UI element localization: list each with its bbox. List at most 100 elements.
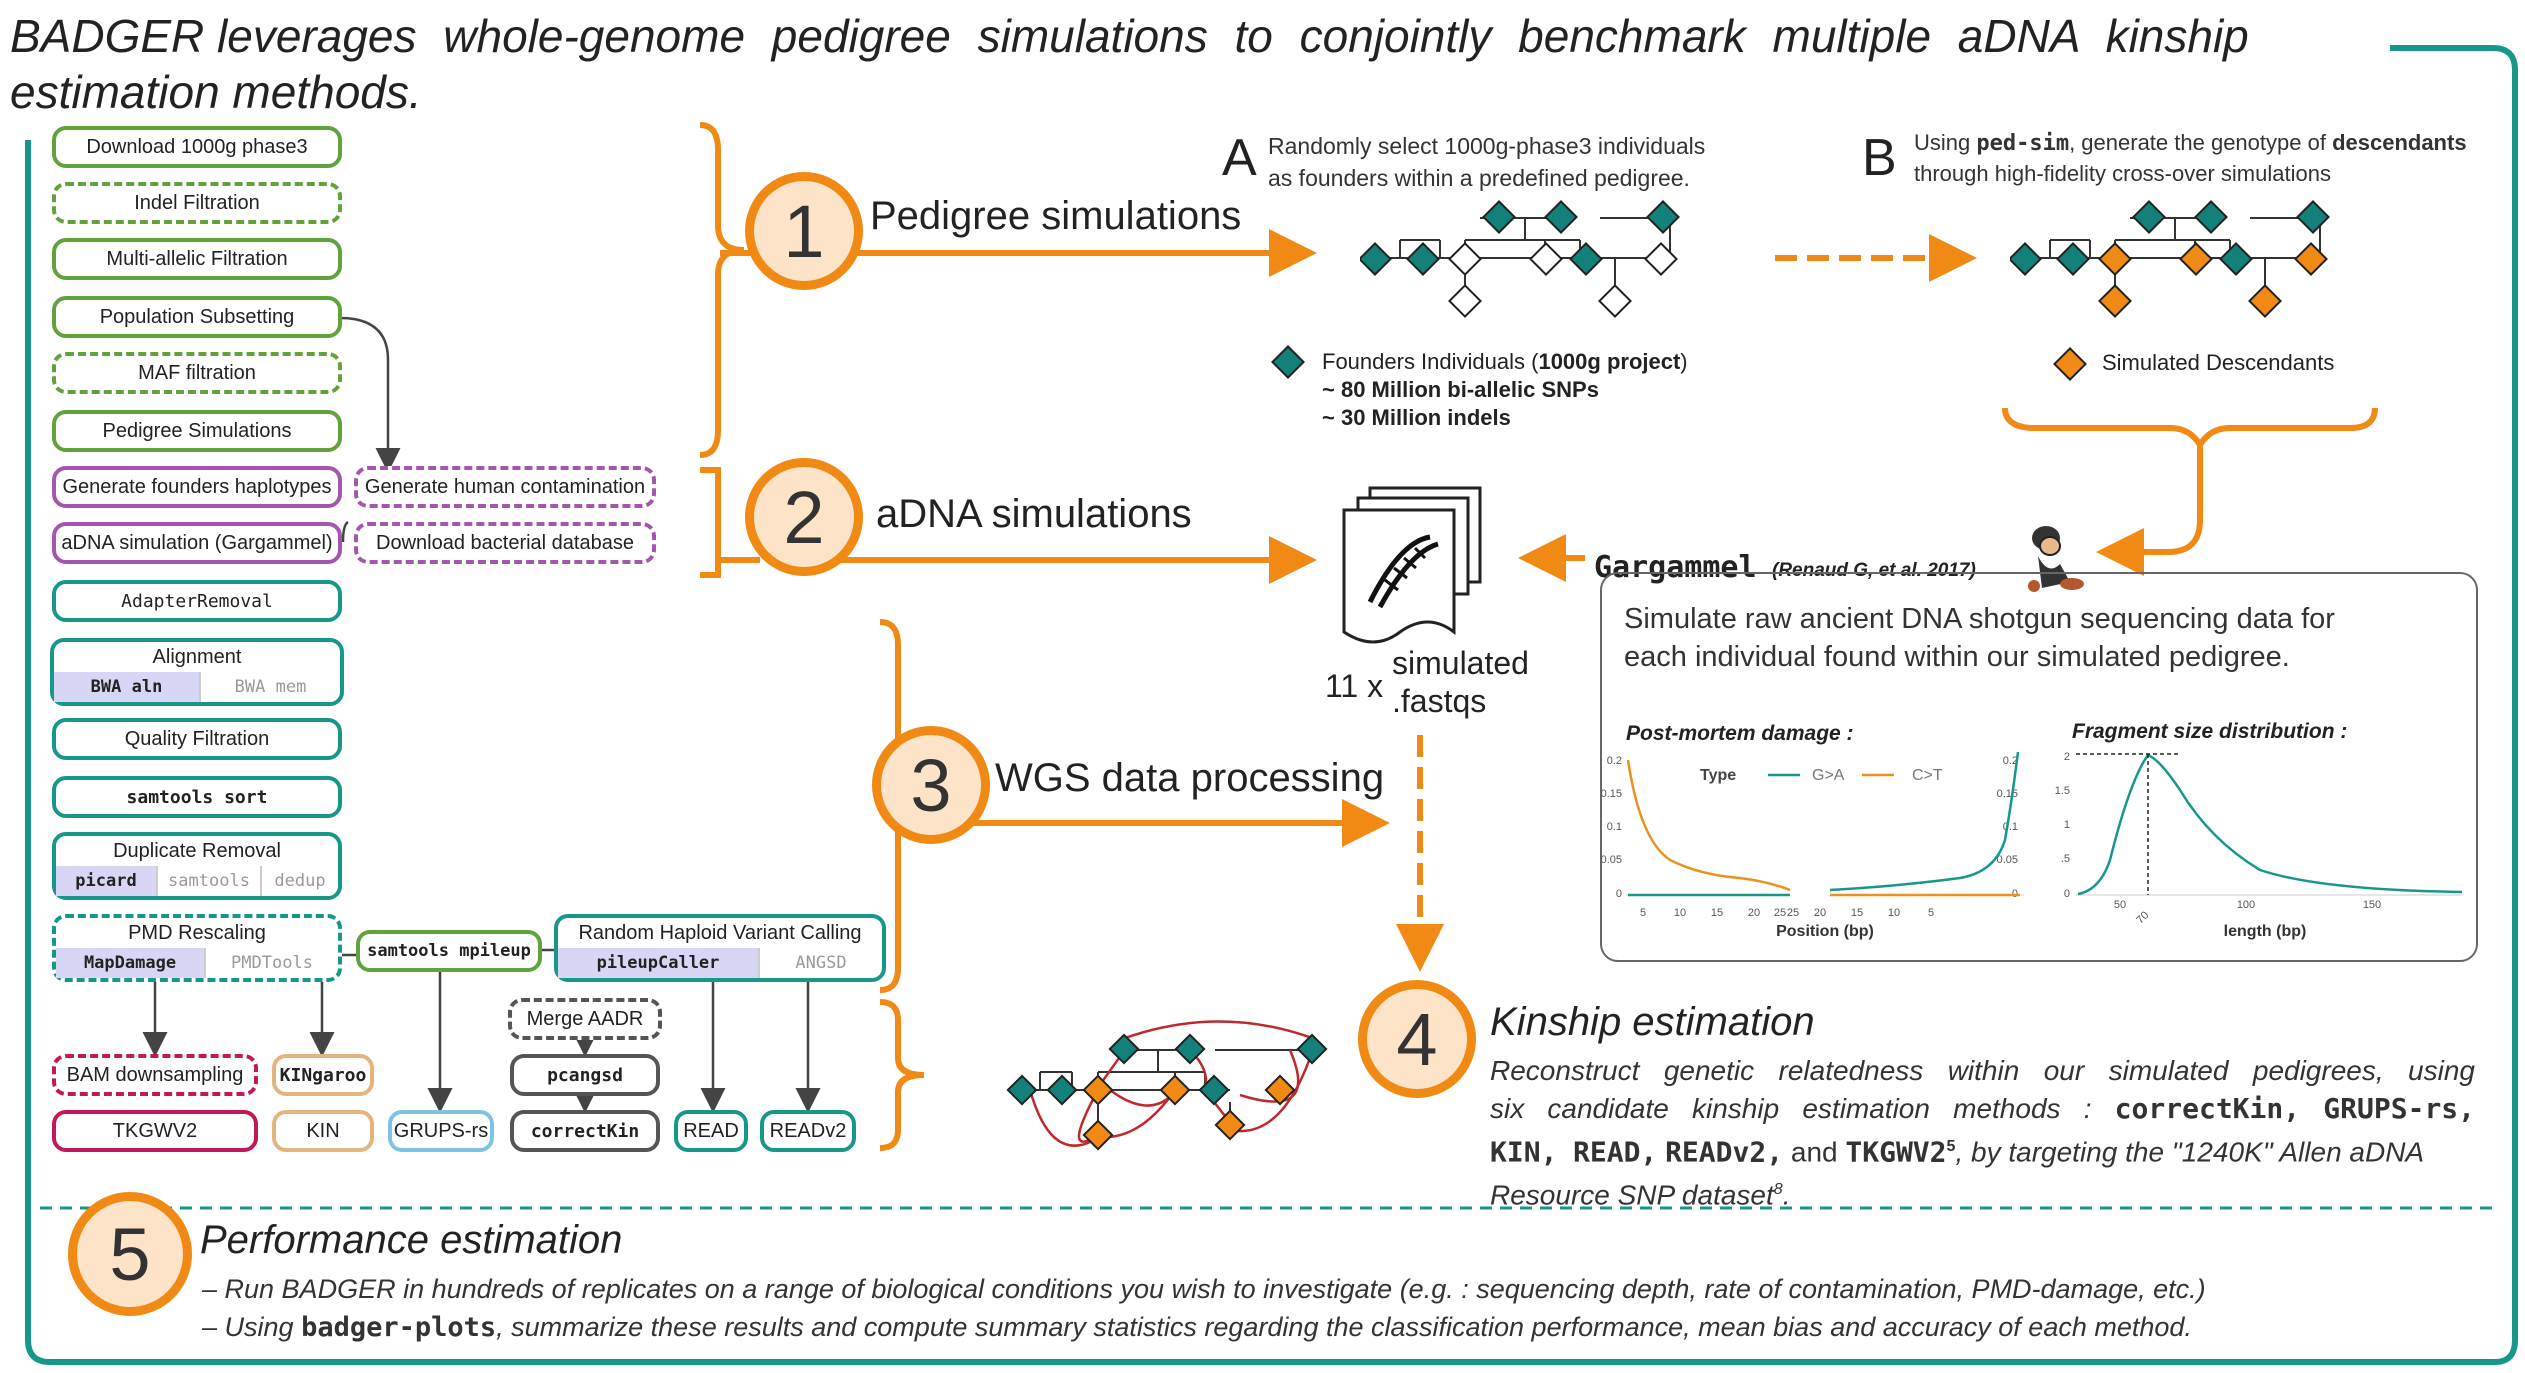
quality-filtration-box: Quality Filtration	[52, 718, 342, 760]
alignment-box: Alignment BWA aln BWA mem	[50, 638, 344, 706]
panel-b-pre: Using	[1914, 130, 1977, 155]
grups-label: GRUPS-rs	[393, 1119, 489, 1142]
frag-ytick: 1.5	[2055, 785, 2070, 797]
tkgwv2-label: TKGWV2	[112, 1119, 198, 1142]
random-haploid-box: Random Haploid Variant Calling pileupCal…	[554, 914, 886, 982]
legend-ct: C>T	[1912, 767, 1943, 784]
founder-indels: ~ 30 Million indels	[1322, 405, 1511, 430]
pmd-rescaling-box: PMD Rescaling MapDamage PMDTools	[52, 914, 342, 982]
founders-haplotypes-label: Generate founders haplotypes	[62, 475, 332, 498]
kinship-line4: , by targeting the "1240K" Allen aDNA	[1955, 1136, 2425, 1168]
descendant-pedigree-icon	[2010, 200, 2330, 318]
picard-option: picard	[56, 866, 156, 896]
bam-downsampling-label: BAM downsampling	[66, 1063, 244, 1086]
method-kin: KIN,	[1490, 1135, 1558, 1169]
descendant-legend-icon	[2053, 347, 2087, 381]
fragment-curve	[2077, 753, 2463, 896]
pedigree-simulations-label: Pedigree Simulations	[102, 419, 292, 442]
title-line2: estimation methods.	[10, 66, 422, 118]
step1-title: Pedigree simulations	[870, 194, 1242, 238]
frag-ytick: .5	[2061, 853, 2070, 865]
pmd-ytick: 0.05	[1601, 854, 1622, 866]
indel-filtration-label: Indel Filtration	[134, 191, 260, 214]
gargammel-desc2: each individual found within our simulat…	[1624, 641, 2290, 673]
adapter-removal-box: AdapterRemoval	[52, 580, 342, 622]
method-correctkin: correctKin,	[2114, 1092, 2301, 1125]
founder-legend: Founders Individuals (1000g project) ~ 8…	[1322, 348, 1688, 432]
panel-b-mid: , generate the genotype of	[2069, 130, 2333, 155]
readv2-label: READv2	[769, 1119, 847, 1142]
panel-b-bold: descendants	[2332, 130, 2467, 155]
maf-filtration-label: MAF filtration	[138, 361, 256, 384]
adna-simulation-label: aDNA simulation (Gargammel)	[61, 531, 333, 554]
kin-label: KIN	[306, 1119, 340, 1142]
frag-ytick: 2	[2064, 751, 2070, 763]
pmd-ga-curve	[1829, 751, 2020, 892]
frag-ytick: 1	[2064, 819, 2070, 831]
step5-title: Performance estimation	[200, 1218, 623, 1262]
step1-badge: 1	[745, 172, 863, 290]
founder-legend-bold: 1000g project	[1538, 349, 1681, 374]
frag-xtick: 50	[2114, 899, 2126, 911]
correctkin-label: correctKin	[530, 1120, 640, 1142]
gargammel-charts: 0.2 0.15 0.1 0.05 0 5 10 15 20 25 25 20 …	[1601, 751, 2463, 940]
step2-badge: 2	[745, 458, 863, 576]
founder-legend-text: Founders Individuals (	[1322, 349, 1539, 374]
population-subsetting-label: Population Subsetting	[99, 305, 295, 328]
step4-number: 4	[1396, 997, 1438, 1081]
panel-a-line1: Randomly select 1000g-phase3 individuals	[1268, 133, 1706, 159]
frag-xlabel: length (bp)	[2224, 923, 2307, 940]
maf-filtration-box: MAF filtration	[52, 352, 342, 394]
descendant-legend: Simulated Descendants	[2102, 350, 2335, 375]
step1-number: 1	[783, 189, 825, 273]
performance-line2-post: , summarize these results and compute su…	[496, 1312, 2192, 1342]
step4-badge: 4	[1358, 980, 1476, 1098]
step2-number: 2	[783, 475, 825, 559]
correctkin-box: correctKin	[510, 1110, 660, 1152]
legend-ga: G>A	[1812, 767, 1845, 784]
founder-snps: ~ 80 Million bi-allelic SNPs	[1322, 377, 1599, 402]
pmd-xtick: 15	[1711, 907, 1723, 919]
pedigree-simulations-box: Pedigree Simulations	[52, 410, 342, 452]
bacterial-database-label: Download bacterial database	[376, 531, 634, 554]
fastq-files-icon	[1342, 486, 1482, 644]
gargammel-name: Gargammel	[1594, 550, 1757, 585]
page-title: BADGER leverages whole-genome pedigree s…	[10, 8, 2390, 120]
grups-box: GRUPS-rs	[388, 1110, 494, 1152]
adapter-removal-label: AdapterRemoval	[121, 590, 273, 612]
frag-xtick: 70	[2134, 909, 2151, 926]
pmd-xtick: 10	[1888, 907, 1900, 919]
method-readv2: READv2,	[1665, 1135, 1784, 1169]
pcangsd-box: pcangsd	[510, 1054, 660, 1096]
pcangsd-label: pcangsd	[547, 1064, 623, 1086]
founders-haplotypes-box: Generate founders haplotypes	[52, 466, 342, 508]
gargammel-citation: (Renaud G, et al. 2017)	[1772, 560, 1976, 581]
samtools-mpileup-box: samtools mpileup	[356, 930, 542, 972]
indel-filtration-box: Indel Filtration	[52, 182, 342, 224]
kingaroo-label: KINgaroo	[279, 1064, 367, 1086]
panel-b-code: ped-sim	[1976, 131, 2070, 156]
kinship-line2: six candidate kinship estimation methods…	[1490, 1093, 2115, 1124]
step5-badge: 5	[68, 1192, 192, 1316]
step2-title: aDNA simulations	[876, 492, 1192, 536]
bacterial-database-box: Download bacterial database	[354, 522, 656, 564]
bam-downsampling-box: BAM downsampling	[52, 1054, 258, 1096]
panel-b-line2: through high-fidelity cross-over simulat…	[1914, 161, 2331, 186]
founder-pedigree-icon	[1360, 200, 1680, 318]
step5-number: 5	[109, 1212, 151, 1296]
kinship-desc: Reconstruct genetic relatedness within o…	[1490, 1052, 2475, 1215]
method-grups: GRUPS-rs,	[2323, 1092, 2476, 1125]
fastq-line2: .fastqs	[1392, 683, 1487, 719]
merge-aadr-label: Merge AADR	[526, 1007, 644, 1030]
samtools-mpileup-label: samtools mpileup	[367, 941, 531, 961]
frag-xtick: 150	[2363, 899, 2381, 911]
pmd-xtick: 20	[1814, 907, 1826, 919]
step3-title: WGS data processing	[995, 756, 1385, 800]
kinship-graph-icon	[1006, 1020, 1328, 1151]
pmd-ytick-right: 0.2	[2003, 755, 2018, 767]
download-1000g-box: Download 1000g phase3	[52, 126, 342, 168]
multiallelic-filtration-box: Multi-allelic Filtration	[52, 238, 342, 280]
samtools-option: samtools	[156, 866, 260, 896]
quality-filtration-label: Quality Filtration	[124, 727, 270, 750]
